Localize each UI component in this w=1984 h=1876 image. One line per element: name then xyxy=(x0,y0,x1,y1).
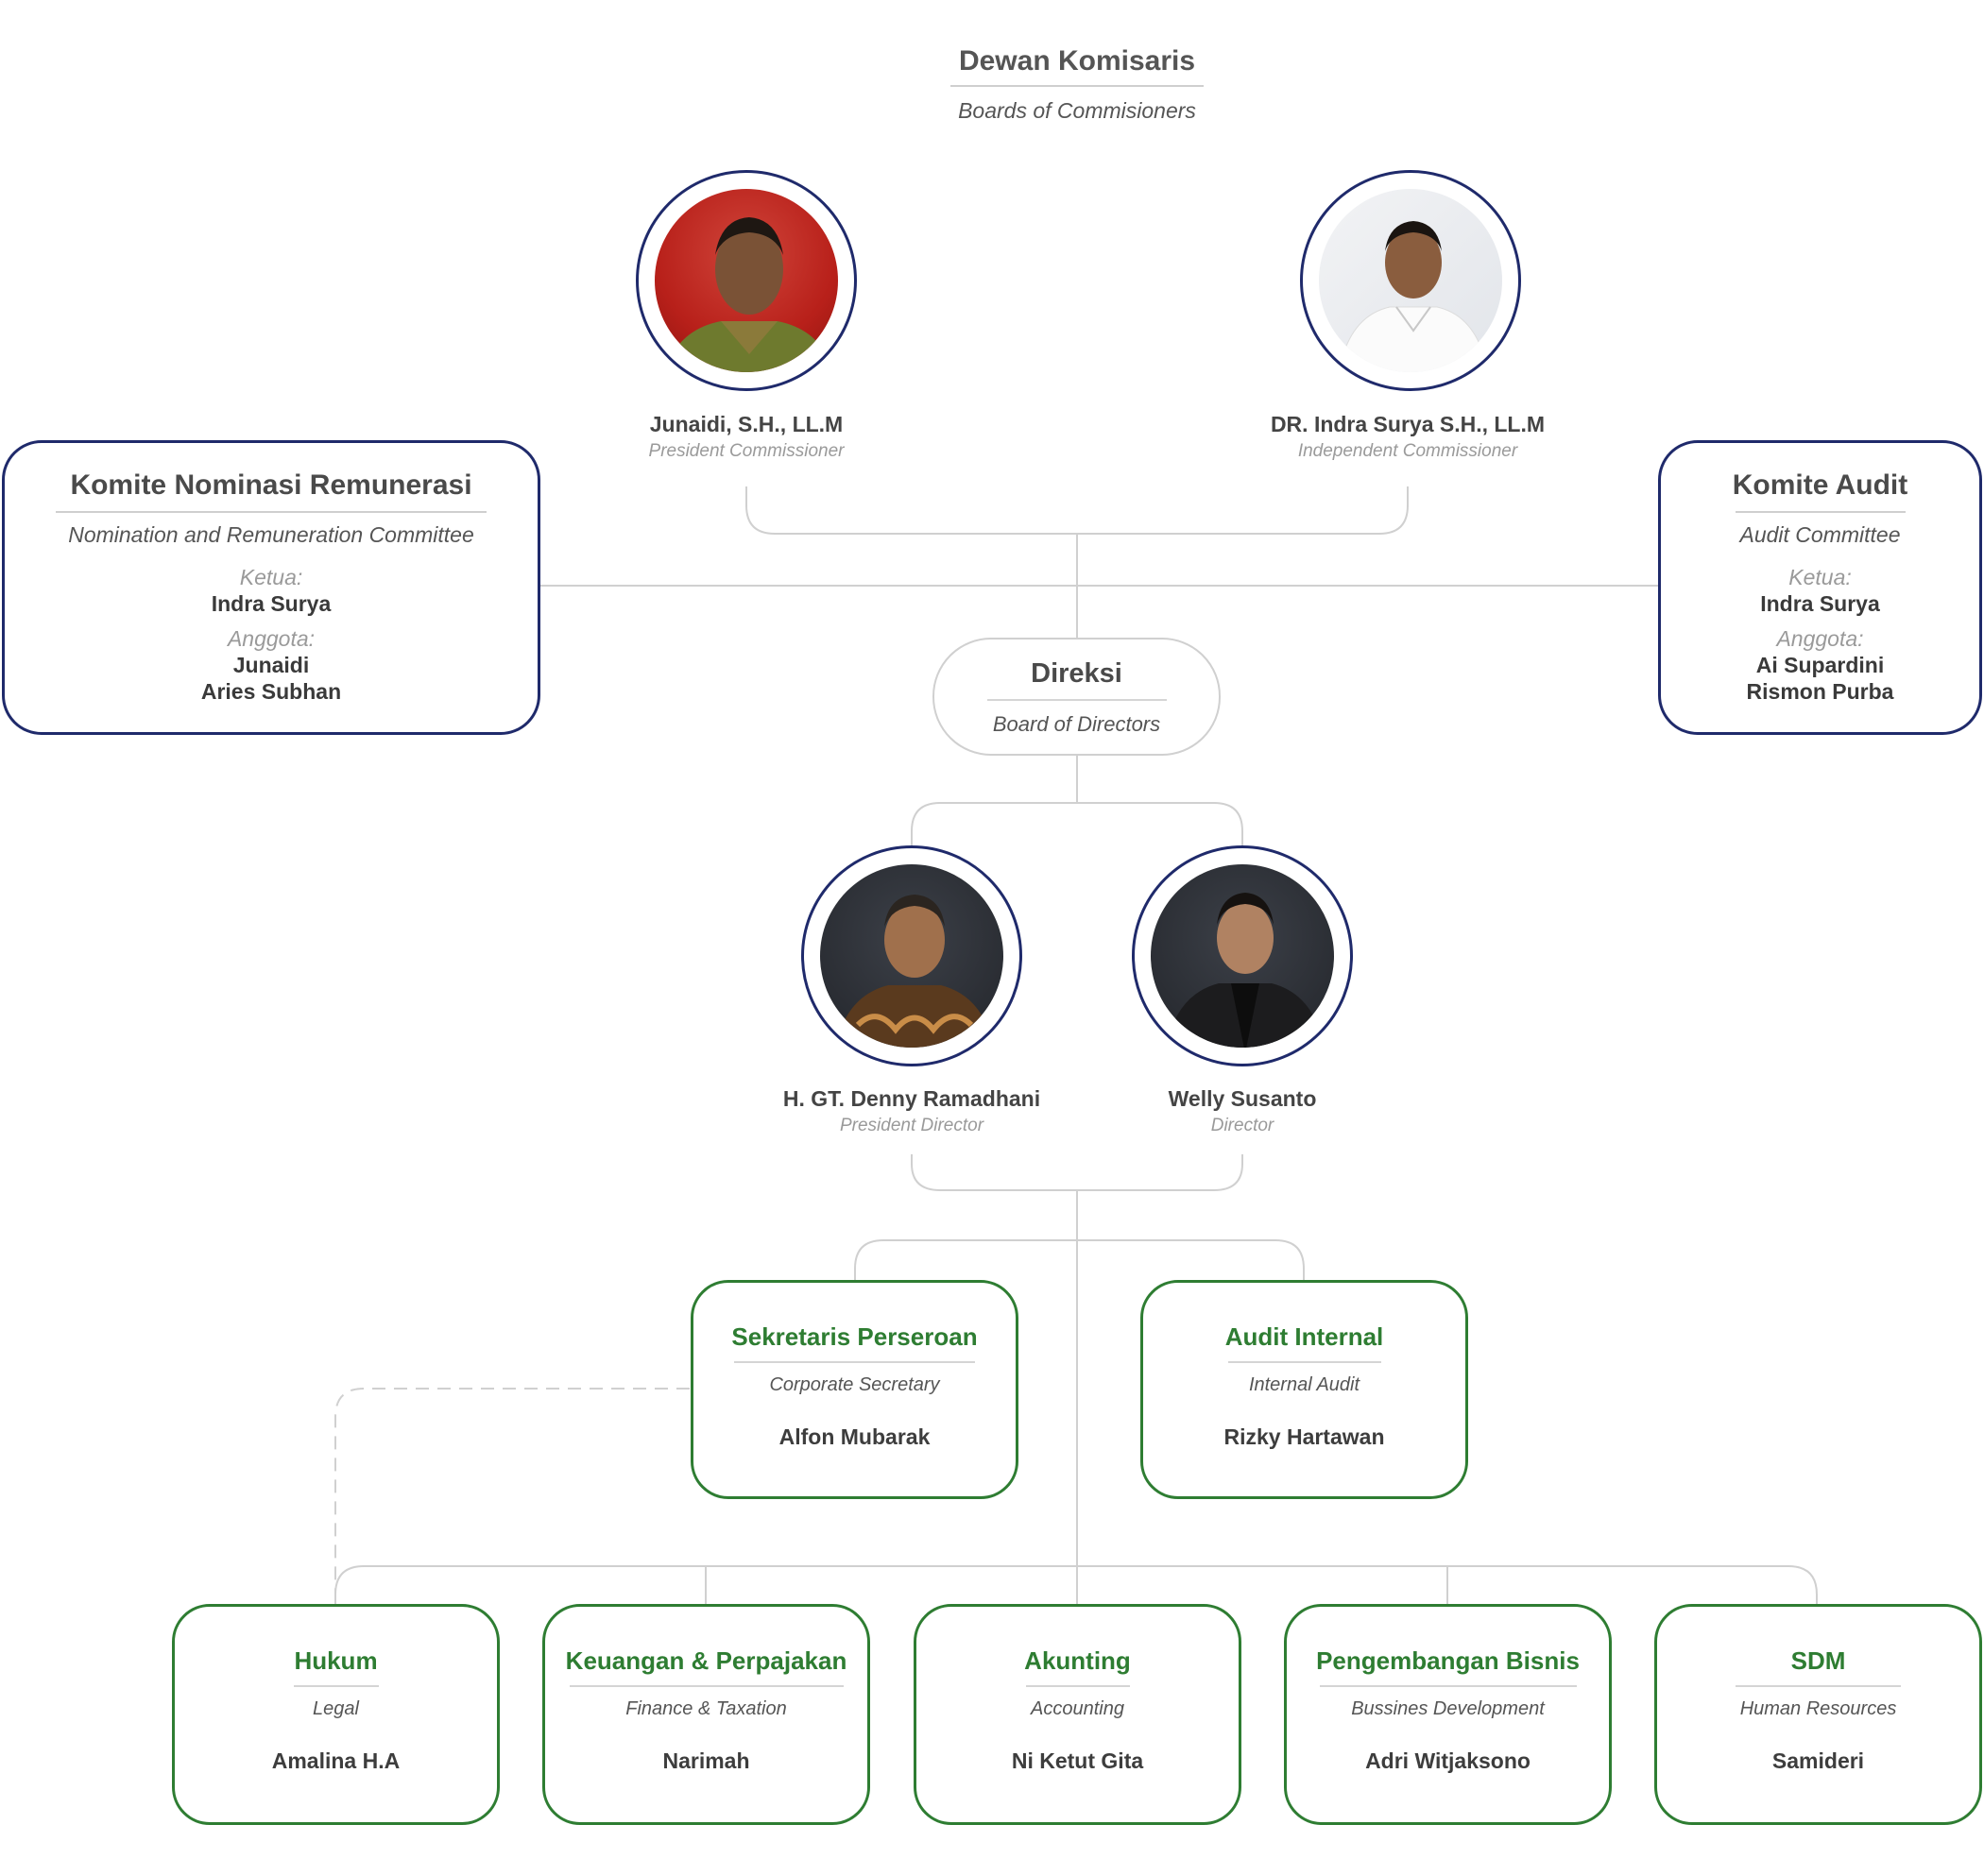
unit-title: Audit Internal xyxy=(1224,1322,1384,1351)
unit-person: Narimah xyxy=(662,1748,750,1773)
committee-subtitle: Audit Committee xyxy=(1739,522,1901,547)
person-name: Welly Susanto xyxy=(1168,1086,1317,1111)
directors-subtitle: Board of Directors xyxy=(992,712,1161,736)
chair-name: Indra Surya xyxy=(1760,591,1880,616)
unit-business-development: Pengembangan Bisnis Bussines Development… xyxy=(1284,1604,1612,1825)
unit-subtitle: Legal xyxy=(313,1698,359,1719)
committee-divider xyxy=(56,511,487,513)
unit-title: Hukum xyxy=(294,1646,378,1675)
unit-person: Adri Witjaksono xyxy=(1365,1748,1531,1773)
person-silhouette-icon xyxy=(835,895,994,1048)
unit-legal: Hukum Legal Amalina H.A xyxy=(172,1604,500,1825)
unit-title: SDM xyxy=(1790,1646,1846,1675)
unit-title: Akunting xyxy=(1024,1646,1131,1675)
audit-committee-box: Komite Audit Audit Committee Ketua: Indr… xyxy=(1658,440,1982,735)
avatar-president-commissioner xyxy=(636,170,857,391)
member-name: Aries Subhan xyxy=(200,679,342,704)
avatar-president-director xyxy=(801,845,1022,1066)
unit-divider xyxy=(1025,1685,1130,1687)
director-card-1: H. GT. Denny Ramadhani President Directo… xyxy=(723,1086,1101,1136)
commissioner-card-2: DR. Indra Surya S.H., LL.M Independent C… xyxy=(1219,412,1597,462)
chair-name: Indra Surya xyxy=(211,591,332,616)
unit-divider xyxy=(1736,1685,1901,1687)
directors-title: Direksi xyxy=(1031,658,1122,689)
avatar-independent-commissioner xyxy=(1300,170,1521,391)
unit-title: Keuangan & Perpajakan xyxy=(565,1646,847,1675)
person-name: H. GT. Denny Ramadhani xyxy=(782,1086,1041,1111)
member-name: Junaidi xyxy=(232,653,310,677)
unit-corporate-secretary: Sekretaris Perseroan Corporate Secretary… xyxy=(691,1280,1018,1499)
person-silhouette-icon xyxy=(1338,221,1489,372)
members-label: Anggota: xyxy=(227,626,316,651)
committee-title: Komite Audit xyxy=(1732,469,1908,501)
header-divider xyxy=(950,85,1204,87)
commissioners-header: Dewan Komisaris Boards of Commisioners xyxy=(888,45,1266,124)
commissioners-subtitle: Boards of Commisioners xyxy=(958,98,1196,123)
committee-title: Komite Nominasi Remunerasi xyxy=(70,469,472,501)
person-name: DR. Indra Surya S.H., LL.M xyxy=(1270,412,1546,436)
unit-person: Alfon Mubarak xyxy=(778,1424,931,1449)
director-card-2: Welly Susanto Director xyxy=(1053,1086,1431,1136)
unit-person: Ni Ketut Gita xyxy=(1011,1748,1144,1773)
unit-subtitle: Human Resources xyxy=(1739,1698,1897,1719)
unit-divider xyxy=(1227,1361,1381,1363)
unit-subtitle: Corporate Secretary xyxy=(769,1374,940,1395)
unit-subtitle: Internal Audit xyxy=(1248,1374,1360,1395)
unit-human-resources: SDM Human Resources Samideri xyxy=(1654,1604,1982,1825)
person-role: President Commissioner xyxy=(648,441,845,461)
unit-divider xyxy=(293,1685,379,1687)
person-role: President Director xyxy=(839,1116,984,1135)
unit-accounting: Akunting Accounting Ni Ketut Gita xyxy=(914,1604,1241,1825)
unit-title: Sekretaris Perseroan xyxy=(731,1322,978,1351)
chair-label: Ketua: xyxy=(1788,565,1852,589)
unit-person: Rizky Hartawan xyxy=(1223,1424,1385,1449)
nomination-committee-box: Komite Nominasi Remunerasi Nomination an… xyxy=(2,440,540,735)
chair-label: Ketua: xyxy=(239,565,303,589)
committee-divider xyxy=(1735,511,1906,513)
unit-divider xyxy=(1319,1685,1577,1687)
unit-internal-audit: Audit Internal Internal Audit Rizky Hart… xyxy=(1140,1280,1468,1499)
unit-finance-taxation: Keuangan & Perpajakan Finance & Taxation… xyxy=(542,1604,870,1825)
unit-divider xyxy=(734,1361,975,1363)
unit-person: Samideri xyxy=(1771,1748,1865,1773)
commissioners-title: Dewan Komisaris xyxy=(958,45,1196,77)
directors-divider xyxy=(986,699,1167,701)
commissioner-card-1: Junaidi, S.H., LL.M President Commission… xyxy=(557,412,935,462)
avatar-director xyxy=(1132,845,1353,1066)
unit-title: Pengembangan Bisnis xyxy=(1316,1646,1580,1675)
unit-divider xyxy=(569,1685,844,1687)
person-role: Director xyxy=(1210,1116,1274,1135)
unit-subtitle: Bussines Development xyxy=(1351,1698,1545,1719)
person-name: Junaidi, S.H., LL.M xyxy=(649,412,844,436)
unit-person: Amalina H.A xyxy=(271,1748,401,1773)
person-silhouette-icon xyxy=(1166,893,1325,1048)
committee-subtitle: Nomination and Remuneration Committee xyxy=(68,522,474,547)
unit-subtitle: Accounting xyxy=(1031,1698,1124,1719)
person-silhouette-icon xyxy=(665,217,833,372)
members-label: Anggota: xyxy=(1776,626,1864,651)
member-name: Rismon Purba xyxy=(1746,679,1894,704)
member-name: Ai Supardini xyxy=(1755,653,1885,677)
person-role: Independent Commissioner xyxy=(1297,441,1518,461)
unit-subtitle: Finance & Taxation xyxy=(625,1698,787,1719)
board-of-directors-node: Direksi Board of Directors xyxy=(932,638,1221,756)
